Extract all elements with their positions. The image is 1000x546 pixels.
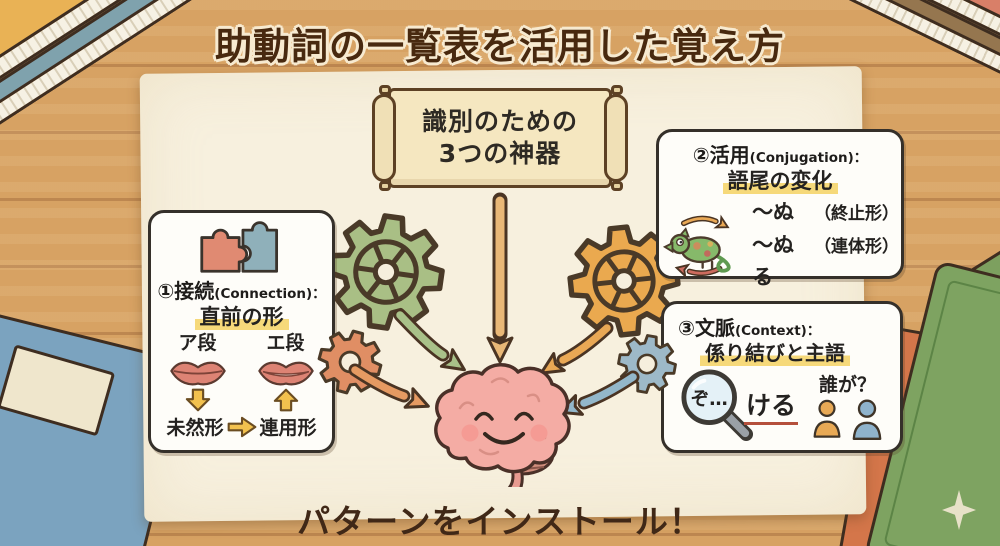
up-arrow-icon [273, 388, 298, 412]
down-arrow-icon [185, 388, 210, 412]
conjugation-example-1: ～ぬ （終止形） [752, 200, 900, 225]
brain-icon [426, 355, 576, 492]
a-row-label: ア段 [178, 332, 217, 355]
connection-keyphrase: 直前の形 [194, 304, 289, 331]
magnifier-icon: ぞ… [681, 369, 754, 442]
conjugation-box: ②活用(Conjugation)： 語尾の変化 [656, 129, 904, 289]
context-heading: ③文脈(Context)： [678, 316, 821, 340]
book-label [0, 344, 116, 437]
scroll-roll-icon [372, 85, 396, 191]
scroll-roll-icon [604, 85, 628, 191]
right-arrow-icon [227, 416, 256, 437]
kakari-particle-label: ぞ… [691, 389, 728, 410]
person-icon [813, 399, 841, 438]
puzzle-icon [199, 221, 278, 273]
chameleon-icon [663, 214, 731, 278]
renyo-form-label: 連用形 [259, 417, 317, 440]
connection-box: ①接続(Connection)： 直前の形 ア段 エ段 未然形 [148, 210, 335, 453]
connection-heading: ①接続(Connection)： [157, 279, 326, 303]
footer-slogan: パターンをインストール！ [297, 502, 703, 541]
conjugation-keyphrase: 語尾の変化 [722, 168, 838, 195]
conjugation-example-2: ～ぬる （連体形） [752, 232, 900, 290]
page-title: 助動詞の一覧表を活用した覚え方 [215, 25, 785, 68]
lips-icon [257, 361, 314, 386]
connection-number: ① [157, 279, 175, 303]
banner-line-2: 3つの神器 [438, 139, 562, 168]
person-icon [852, 399, 882, 440]
context-box: ③文脈(Context)： 係り結びと主語 ぞ… ける 誰が？ [661, 301, 903, 453]
e-row-label: エ段 [266, 332, 305, 355]
context-number: ③ [678, 316, 695, 340]
banner-line-1: 識別のための [421, 106, 578, 136]
mizen-form-label: 未然形 [166, 417, 224, 440]
conjugation-number: ② [692, 143, 710, 167]
conjugation-heading: ②活用(Conjugation)： [692, 143, 868, 167]
scroll-banner: 識別のための 3つの神器 [372, 80, 628, 196]
context-keyphrase: 係り結びと主語 [700, 341, 850, 366]
who-label: 誰が？ [819, 373, 877, 396]
musubi-label: ける [744, 386, 799, 425]
lips-icon [169, 361, 226, 386]
